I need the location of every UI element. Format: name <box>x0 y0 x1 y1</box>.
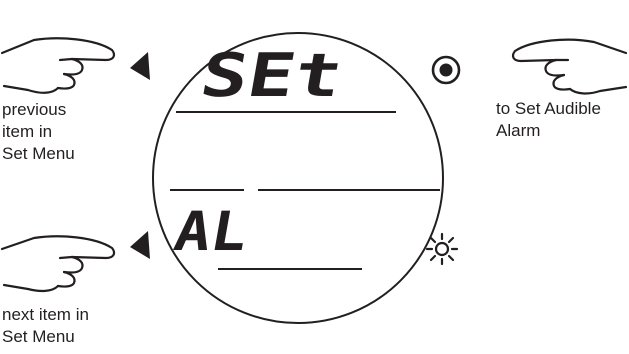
caption-previous-item: previous item in Set Menu <box>2 99 132 165</box>
pointing-hand-icon <box>2 38 114 92</box>
display-bottom-text: AL <box>170 199 253 263</box>
caption-set-audible-alarm: to Set Audible Alarm <box>496 98 629 142</box>
down-triangle-icon[interactable] <box>130 231 150 259</box>
up-triangle-icon[interactable] <box>130 52 150 80</box>
caption-next-item: next item in Set Menu <box>2 304 132 348</box>
pointing-hand-icon <box>2 236 114 291</box>
select-button-icon[interactable] <box>433 57 459 83</box>
light-sun-icon[interactable] <box>427 234 457 264</box>
pointing-hand-icon <box>513 40 626 94</box>
display-top-text: SEt <box>195 41 347 110</box>
